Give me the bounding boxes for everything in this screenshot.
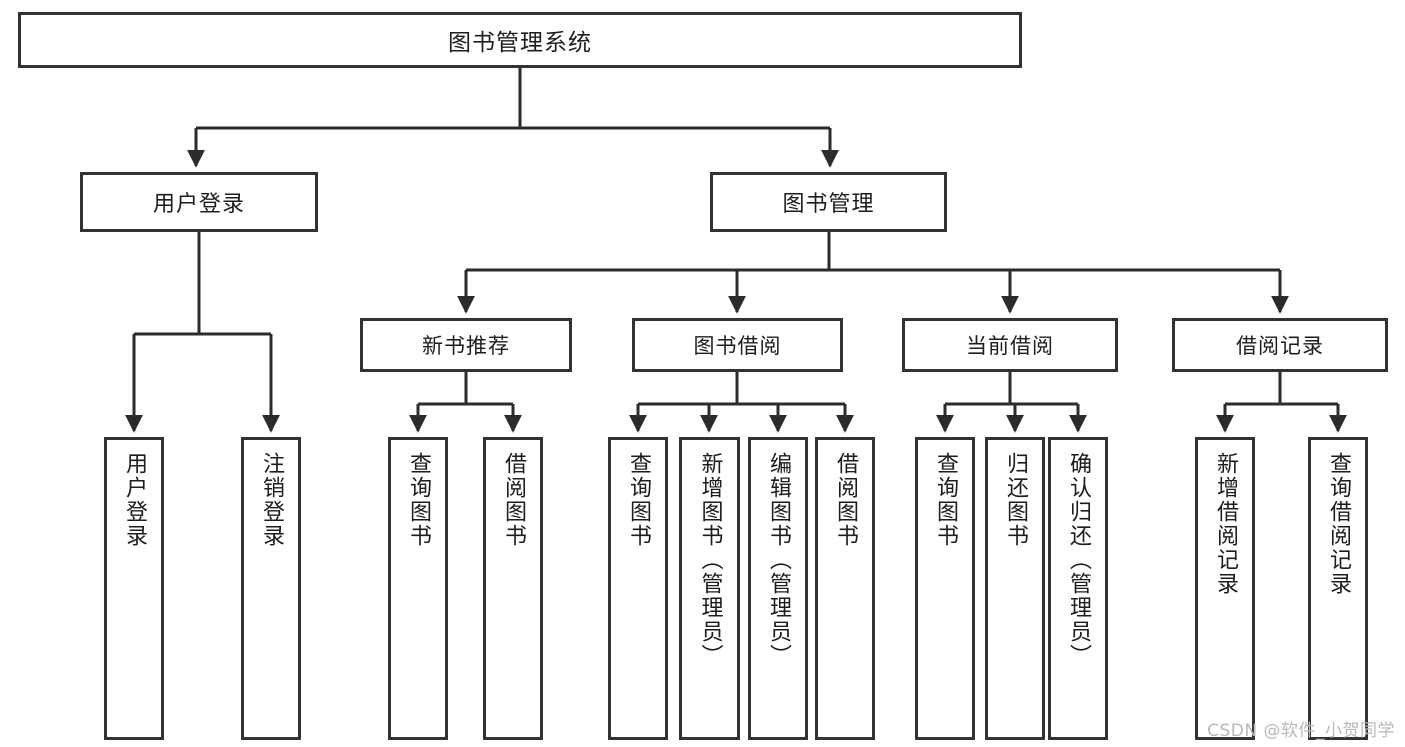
leaf-label: 查询图书 xyxy=(625,452,651,548)
node-root[interactable]: 图书管理系统 xyxy=(18,12,1022,68)
node-level2-2[interactable]: 当前借阅 xyxy=(902,318,1118,372)
node-level1-1[interactable]: 图书管理 xyxy=(710,172,947,232)
leaf-label: 借阅图书 xyxy=(832,452,858,548)
node-leaf-2[interactable]: 查询图书 xyxy=(388,437,448,740)
node-leaf-8[interactable]: 查询图书 xyxy=(915,437,975,740)
leaf-label: 用户登录 xyxy=(121,452,147,548)
node-leaf-0[interactable]: 用户登录 xyxy=(104,437,164,740)
leaf-label: 查询图书 xyxy=(405,452,431,548)
node-leaf-6[interactable]: 编辑图书（管理员） xyxy=(748,437,808,740)
node-level2-1[interactable]: 图书借阅 xyxy=(632,318,843,372)
node-leaf-11[interactable]: 新增借阅记录 xyxy=(1195,437,1255,740)
node-leaf-9[interactable]: 归还图书 xyxy=(985,437,1045,740)
leaf-label: 编辑图书（管理员） xyxy=(765,452,791,668)
leaf-label: 查询图书 xyxy=(932,452,958,548)
leaf-label: 新增图书（管理员） xyxy=(697,452,723,668)
node-leaf-4[interactable]: 查询图书 xyxy=(608,437,668,740)
node-leaf-5[interactable]: 新增图书（管理员） xyxy=(679,437,740,740)
node-leaf-3[interactable]: 借阅图书 xyxy=(483,437,543,740)
node-leaf-1[interactable]: 注销登录 xyxy=(241,437,301,740)
leaf-label: 归还图书 xyxy=(1002,452,1028,548)
node-leaf-10[interactable]: 确认归还（管理员） xyxy=(1048,437,1108,740)
leaf-label: 查询借阅记录 xyxy=(1325,452,1351,596)
leaf-label: 借阅图书 xyxy=(500,452,526,548)
leaf-label: 新增借阅记录 xyxy=(1212,452,1238,596)
node-level2-3[interactable]: 借阅记录 xyxy=(1172,318,1388,372)
node-leaf-7[interactable]: 借阅图书 xyxy=(815,437,875,740)
node-leaf-12[interactable]: 查询借阅记录 xyxy=(1308,437,1368,740)
leaf-label: 确认归还（管理员） xyxy=(1065,452,1091,668)
node-level1-0[interactable]: 用户登录 xyxy=(80,172,318,232)
leaf-label: 注销登录 xyxy=(258,452,284,548)
node-level2-0[interactable]: 新书推荐 xyxy=(360,318,572,372)
